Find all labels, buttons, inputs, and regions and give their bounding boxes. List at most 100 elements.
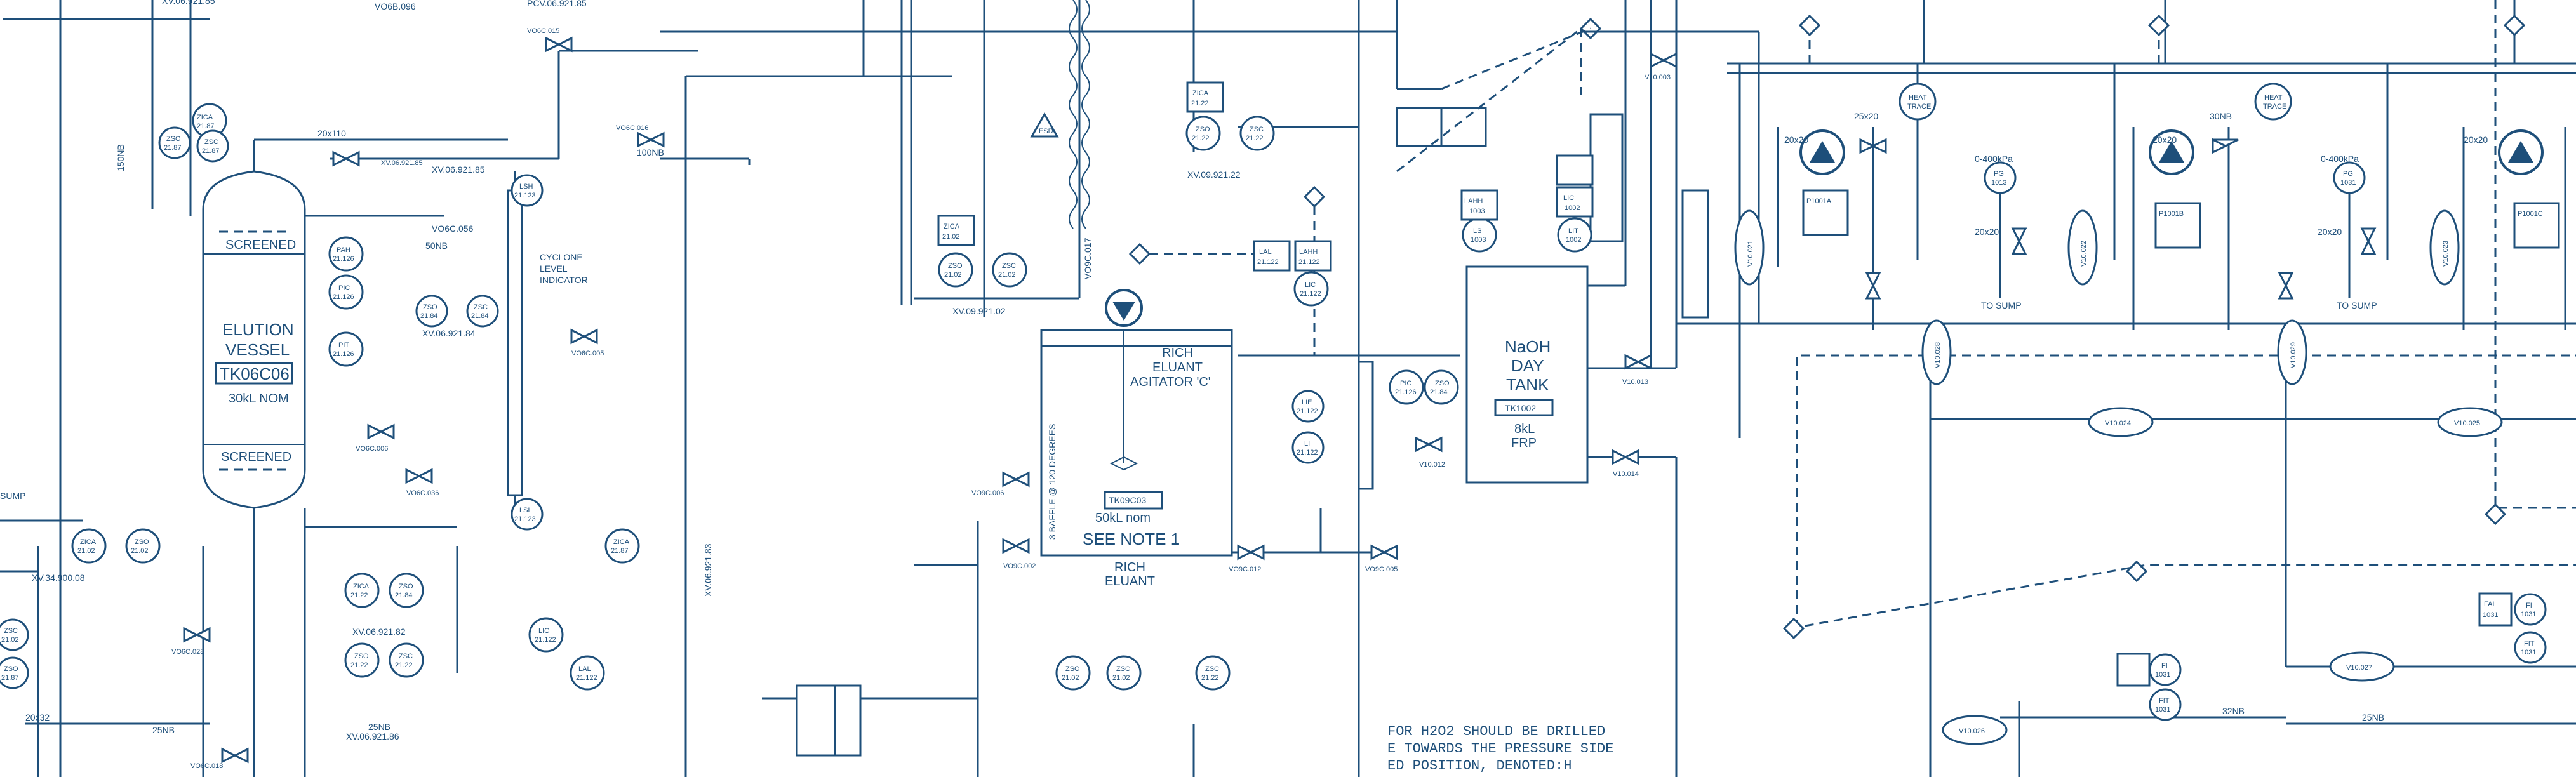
svg-text:PG: PG <box>2343 170 2353 178</box>
naoh-capacity: 8kL <box>1514 422 1535 436</box>
valve[interactable] <box>2360 227 2377 255</box>
valve[interactable]: VO6C.005 <box>570 328 604 357</box>
svg-text:LIE: LIE <box>1302 399 1312 406</box>
svg-text:1031: 1031 <box>2340 179 2356 187</box>
valve[interactable]: V10.003 <box>1645 52 1678 81</box>
svg-text:ZSC: ZSC <box>1002 262 1016 270</box>
line-size: 30NB <box>2210 111 2232 121</box>
valve[interactable]: VO6C.015 <box>527 27 573 53</box>
valve[interactable] <box>2278 272 2294 300</box>
svg-text:HEAT: HEAT <box>2264 94 2283 102</box>
note-line1: FOR H2O2 SHOULD BE DRILLED <box>1387 724 1605 740</box>
svg-text:VO6C.005: VO6C.005 <box>571 350 604 357</box>
valve[interactable]: V10.014 <box>1612 449 1639 478</box>
svg-text:1002: 1002 <box>1566 236 1581 244</box>
valve[interactable]: VO6C.036 <box>405 468 439 497</box>
valve[interactable]: V10.013 <box>1622 354 1652 386</box>
pump-icon[interactable] <box>2149 130 2194 175</box>
svg-text:PAH: PAH <box>337 246 350 254</box>
valve[interactable]: VO9C.002 <box>1002 538 1036 570</box>
svg-text:V10.028: V10.028 <box>1934 342 1942 368</box>
valve[interactable] <box>2212 138 2239 154</box>
elution-name1: ELUTION <box>222 320 294 339</box>
valve[interactable]: XV.06.921.85 <box>332 150 423 167</box>
pump-icon[interactable] <box>2498 130 2544 175</box>
svg-text:21.22: 21.22 <box>395 661 413 669</box>
svg-text:V10.024: V10.024 <box>2105 420 2131 427</box>
valve-tag-cloud: V10.021 <box>1734 209 1765 286</box>
valve[interactable]: VO6C.028 <box>171 627 211 656</box>
valve[interactable]: V10.012 <box>1415 436 1445 468</box>
svg-text:21.87: 21.87 <box>197 123 215 130</box>
svg-text:21.126: 21.126 <box>1395 388 1417 396</box>
valve[interactable]: VO9C.006 <box>971 471 1030 497</box>
valve[interactable]: VO6C.016 <box>616 124 665 148</box>
svg-text:ZICA: ZICA <box>353 583 370 590</box>
pump-icon[interactable] <box>1105 289 1143 327</box>
svg-text:VO9C.002: VO9C.002 <box>1003 562 1036 570</box>
valve[interactable]: VO6C.018 <box>190 747 249 770</box>
tag-text: VO9C.017 <box>1083 237 1093 279</box>
elution-screen-top: SCREENED <box>225 238 296 252</box>
line-size: 25NB <box>368 722 390 732</box>
svg-text:V10.021: V10.021 <box>1747 241 1754 267</box>
valve[interactable]: VO9C.012 <box>1229 544 1265 573</box>
line-size: 50NB <box>425 241 448 251</box>
pump-tag: P1001A <box>1806 197 1832 205</box>
valve[interactable] <box>1859 138 1887 154</box>
pump-icon[interactable] <box>1799 130 1845 175</box>
valve[interactable]: VO6C.006 <box>356 423 395 453</box>
svg-text:21.87: 21.87 <box>202 147 220 155</box>
svg-text:ZSC: ZSC <box>399 653 413 660</box>
svg-text:ZSO: ZSO <box>1065 665 1080 673</box>
tag-text: ZICA <box>1192 90 1209 97</box>
valve[interactable] <box>1865 272 1881 300</box>
svg-text:21.87: 21.87 <box>611 547 629 555</box>
valve[interactable]: VO9C.005 <box>1365 544 1398 573</box>
tag-text: LIC <box>1563 194 1574 202</box>
valve[interactable] <box>2011 227 2027 255</box>
